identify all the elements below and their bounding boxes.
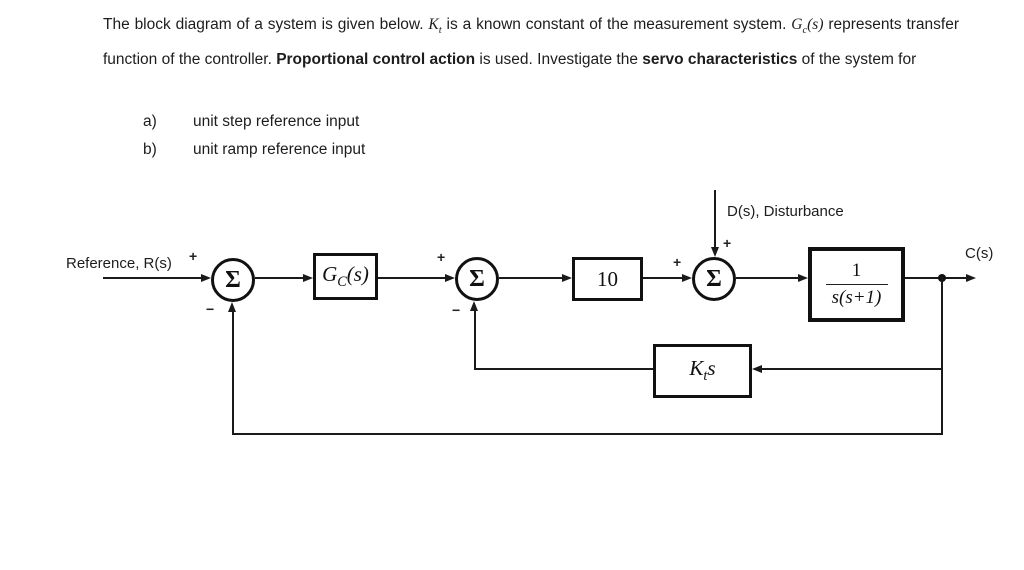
line-feedback-branch-vertical [941, 277, 943, 435]
arrowhead-into-sum1 [201, 274, 211, 282]
fraction-bar [825, 283, 888, 286]
sigma-symbol: Σ [225, 266, 241, 293]
line-reference-input [103, 277, 202, 279]
line-outer-feedback-vertical [232, 312, 234, 435]
line-sum1-to-controller [255, 277, 303, 279]
summing-junction-3: Σ [692, 257, 736, 301]
line-sum3-to-plant [736, 277, 798, 279]
gain-block: 10 [572, 257, 643, 301]
plant-transfer-function: 1 s(s+1) [825, 259, 888, 309]
sum2-plus-sign: + [437, 249, 446, 265]
problem-bold-1: Proportional control action [276, 51, 476, 69]
arrowhead-into-feedback-block [752, 365, 762, 373]
line-controller-to-sum2 [378, 277, 445, 279]
problem-bold-2: servo characteristics [642, 51, 798, 69]
feedback-label: Kts [689, 356, 716, 385]
problem-paragraph: The block diagram of a system is given b… [103, 10, 959, 74]
sum2-minus-sign: − [452, 302, 461, 318]
arrowhead-into-sum2 [445, 274, 455, 282]
kt-symbol: Kt [428, 16, 442, 37]
arrowhead-disturbance-into-sum3 [711, 247, 719, 257]
line-plant-to-output [905, 277, 966, 279]
summing-junction-1: Σ [211, 258, 255, 302]
line-inner-feedback-vertical [474, 311, 476, 370]
list-text-b: unit ramp reference input [193, 141, 366, 158]
problem-text-3: represents transfer function of the cont… [103, 16, 959, 69]
sum1-plus-sign: + [189, 248, 198, 264]
plant-denominator: s(s+1) [831, 287, 882, 309]
problem-text-4: is used. Investigate the [475, 51, 643, 69]
problem-text-2: is a known constant of the measurement s… [441, 16, 792, 33]
gain-label: 10 [597, 266, 618, 291]
line-outer-feedback-bottom [232, 433, 942, 435]
list-marker-a: a) [143, 113, 157, 130]
plant-block: 1 s(s+1) [808, 247, 905, 322]
feedback-block: Kts [653, 344, 752, 398]
arrowhead-output [966, 274, 976, 282]
arrowhead-outer-feedback-into-sum1 [228, 302, 236, 312]
line-gain-to-sum3 [643, 277, 682, 279]
list-item-b: b) unit ramp reference input [143, 136, 365, 164]
controller-block: GC(s) [313, 253, 378, 300]
problem-text-5: of the system for [797, 51, 917, 69]
arrowhead-into-gain [562, 274, 572, 282]
arrowhead-into-controller [303, 274, 313, 282]
sum3-plus-sign-left: + [673, 254, 682, 270]
line-feedback-block-to-corner [475, 368, 653, 370]
sum3-plus-sign-top: + [723, 235, 732, 251]
line-disturbance-input [714, 190, 716, 247]
output-label: C(s) [965, 245, 994, 262]
arrowhead-into-sum3 [682, 274, 692, 282]
reference-label: Reference, R(s) [66, 255, 172, 272]
list-text-a: unit step reference input [193, 113, 360, 130]
controller-label: GC(s) [322, 261, 369, 291]
line-branch-to-feedback-block [762, 368, 942, 370]
line-sum2-to-gain [499, 277, 562, 279]
arrowhead-into-plant [798, 274, 808, 282]
plant-numerator: 1 [851, 259, 862, 281]
problem-text-1: The block diagram of a system is given b… [103, 16, 429, 33]
summing-junction-2: Σ [455, 257, 499, 301]
sub-question-list: a) unit step reference input b) unit ram… [143, 108, 365, 164]
disturbance-label: D(s), Disturbance [727, 203, 844, 220]
sum1-minus-sign: − [206, 301, 215, 317]
list-marker-b: b) [143, 141, 157, 158]
gc-symbol: Gc(s) [791, 16, 824, 37]
sigma-symbol: Σ [469, 265, 485, 292]
sigma-symbol: Σ [706, 265, 722, 292]
arrowhead-inner-feedback-into-sum2 [470, 301, 478, 311]
list-item-a: a) unit step reference input [143, 108, 365, 136]
